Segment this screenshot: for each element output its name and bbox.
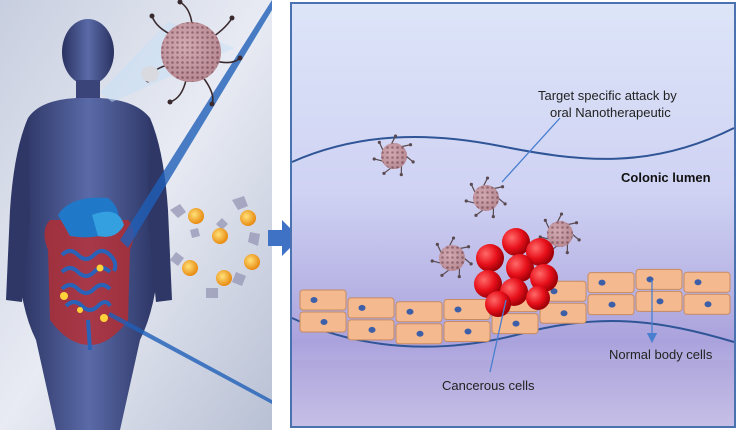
orange-particle-cluster: [170, 196, 260, 298]
epithelial-cell: [635, 268, 683, 290]
cancer-cells-label: Cancerous cells: [442, 378, 535, 393]
transition-arrow: [268, 220, 300, 256]
lumen-label: Colonic lumen: [621, 170, 711, 185]
right-panel: Target specific attack by oral Nanothera…: [290, 2, 736, 428]
left-body-illustration: [0, 0, 272, 430]
normal-cells-label: Normal body cells: [609, 347, 713, 362]
epithelial-cell: [443, 320, 491, 342]
nanoparticle: [538, 212, 581, 255]
epithelial-cell: [347, 297, 395, 319]
epithelial-cell: [635, 290, 683, 312]
attack-label-line2: oral Nanotherapeutic: [550, 105, 671, 120]
epithelial-cell: [443, 298, 491, 320]
epithelial-cell: [539, 302, 587, 324]
nanoparticle: [430, 236, 473, 279]
lumen-wave-upper: [291, 127, 735, 163]
nanoparticle-large: [145, 0, 243, 107]
beam-bottom: [108, 312, 272, 404]
epithelial-cell: [587, 272, 635, 294]
nanoparticle-small: [141, 66, 159, 82]
epithelial-cell: [491, 313, 539, 335]
epithelial-cell: [587, 294, 635, 316]
epithelial-cell: [299, 311, 347, 333]
attack-label-line1: Target specific attack by: [538, 88, 677, 103]
epithelial-cell: [683, 271, 731, 293]
epithelial-cell: [395, 323, 443, 345]
nanoparticle-layer: [372, 134, 581, 279]
nanoparticle: [372, 134, 415, 177]
cancer-callout-line: [489, 299, 507, 373]
digestive-system: [44, 197, 134, 351]
epithelial-cell: [683, 293, 731, 315]
cancer-cell-cluster: [474, 228, 558, 317]
attack-callout-line: [501, 117, 561, 183]
epithelial-cell: [395, 301, 443, 323]
nanoparticle: [464, 176, 507, 219]
epithelial-cell: [299, 289, 347, 311]
epithelial-cell: [347, 319, 395, 341]
